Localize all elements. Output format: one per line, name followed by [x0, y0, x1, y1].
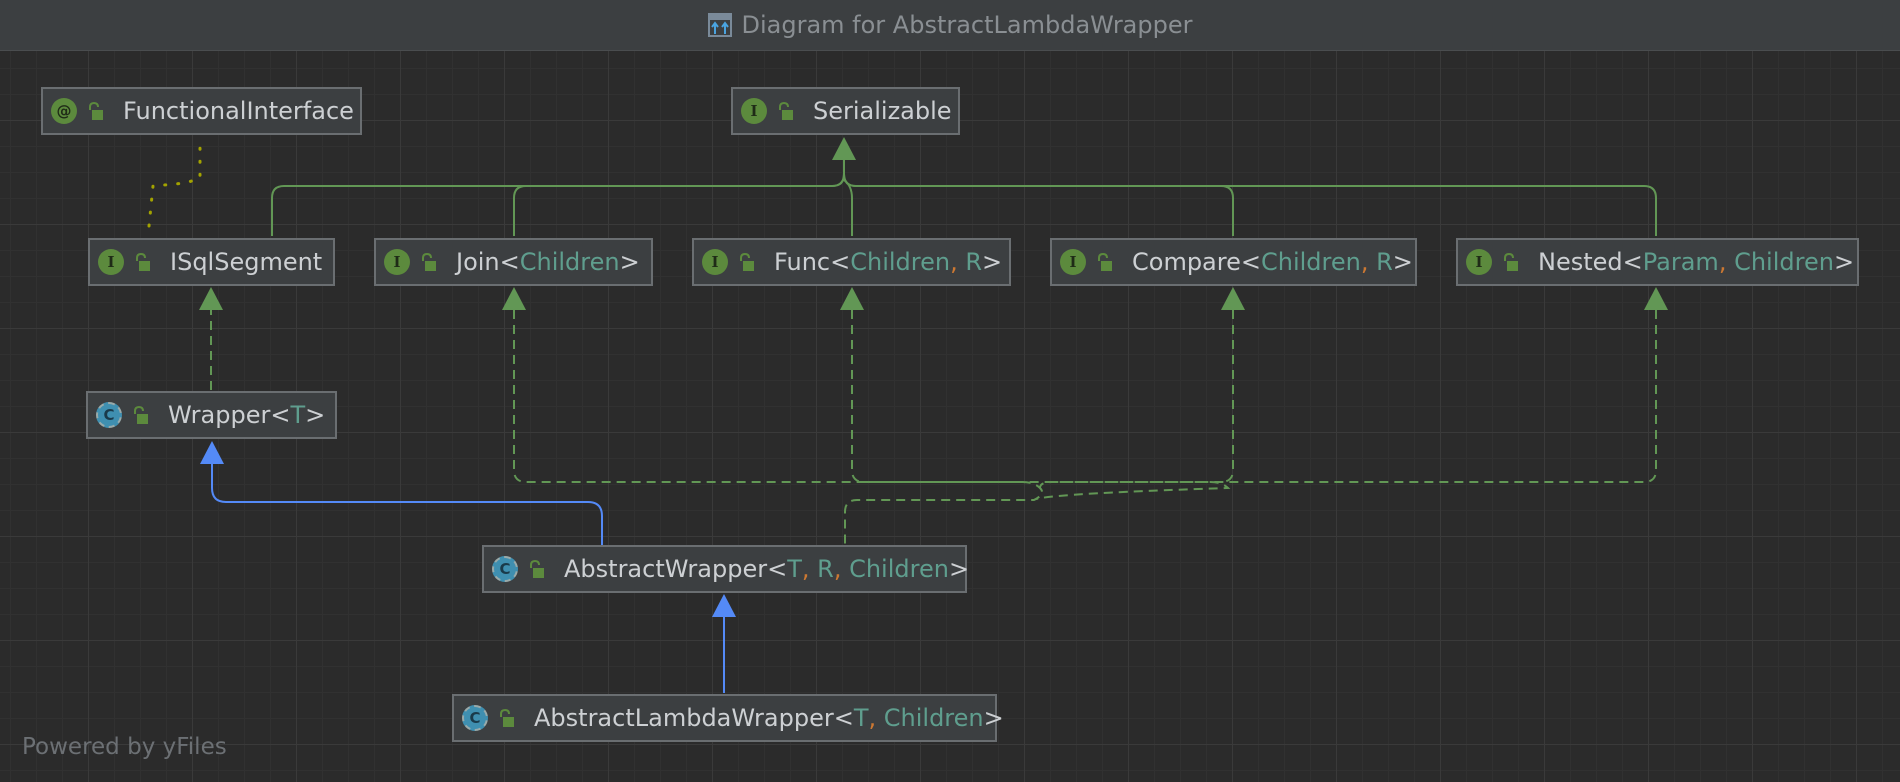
lock-icon: [740, 253, 754, 271]
node-join[interactable]: I Join<Children>: [374, 238, 653, 286]
window-titlebar: Diagram for AbstractLambdaWrapper: [0, 0, 1900, 51]
interface-icon: I: [384, 249, 410, 275]
node-name: Func<Children, R>: [774, 248, 1003, 276]
node-name: Compare<Children, R>: [1132, 248, 1413, 276]
type-param: Children: [1734, 248, 1834, 276]
abstract-class-icon: C: [96, 402, 122, 428]
type-param: R: [965, 248, 983, 276]
node-func[interactable]: I Func<Children, R>: [692, 238, 1011, 286]
edge-abstractwrapper-to-wrapper: [211, 463, 603, 545]
node-name: ISqlSegment: [170, 248, 323, 276]
arrowhead-wrapper: [200, 441, 224, 464]
lock-icon: [136, 253, 150, 271]
type-param: R: [1376, 248, 1393, 276]
type-param: R: [817, 555, 834, 583]
powered-by-label: Powered by yFiles: [22, 734, 227, 760]
arrowhead-abstractwrapper: [712, 594, 736, 617]
node-name: Nested<Param, Children>: [1538, 248, 1855, 276]
node-isqlsegment[interactable]: I ISqlSegment: [88, 238, 335, 286]
arrowhead-serializable: [832, 137, 856, 160]
lock-icon: [779, 102, 793, 120]
node-name: Join<Children>: [456, 248, 640, 276]
abstract-class-icon: C: [462, 705, 488, 731]
edges-to-serializable: [271, 160, 1657, 236]
lock-icon: [500, 709, 514, 727]
node-name: Serializable: [813, 97, 952, 125]
interface-icon: I: [1060, 249, 1086, 275]
node-name: Wrapper<T>: [168, 401, 326, 429]
node-abstract-lambda-wrapper[interactable]: C AbstractLambdaWrapper<T, Children>: [452, 694, 1004, 742]
node-name: AbstractWrapper<T, R, Children>: [564, 555, 970, 583]
node-name: AbstractLambdaWrapper<T, Children>: [534, 704, 1004, 732]
arrowhead-join: [502, 287, 526, 310]
lock-icon: [1504, 253, 1518, 271]
node-serializable[interactable]: I Serializable: [731, 87, 960, 135]
interface-icon: I: [702, 249, 728, 275]
arrowhead-compare: [1221, 287, 1245, 310]
abstract-class-icon: C: [492, 556, 518, 582]
type-param: T: [787, 555, 802, 583]
node-nested[interactable]: I Nested<Param, Children>: [1456, 238, 1859, 286]
diagram-icon: [708, 13, 733, 37]
arrowhead-nested: [1644, 287, 1668, 310]
type-param: Children: [883, 704, 984, 732]
type-param: T: [290, 401, 306, 429]
type-param: T: [853, 704, 869, 732]
node-functional-interface[interactable]: @ FunctionalInterface: [41, 87, 362, 135]
type-param: Children: [850, 248, 951, 276]
interface-icon: I: [98, 249, 124, 275]
lock-icon: [422, 253, 436, 271]
arrowhead-isqlsegment: [199, 287, 223, 310]
node-wrapper[interactable]: C Wrapper<T>: [86, 391, 337, 439]
node-abstract-wrapper[interactable]: C AbstractWrapper<T, R, Children>: [482, 545, 970, 593]
node-compare[interactable]: I Compare<Children, R>: [1050, 238, 1417, 286]
type-param: Children: [1260, 248, 1361, 276]
window-title: Diagram for AbstractLambdaWrapper: [741, 11, 1193, 39]
edge-isqlsegment-to-functionalinterface: [147, 146, 202, 228]
type-param: Children: [849, 555, 949, 583]
lock-icon: [134, 406, 148, 424]
type-param: Param: [1642, 248, 1719, 276]
interface-icon: I: [741, 98, 767, 124]
type-param: Children: [519, 248, 620, 276]
annotation-icon: @: [51, 98, 77, 124]
edges-abstractwrapper-implements: [513, 310, 1657, 545]
lock-icon: [1098, 253, 1112, 271]
arrowhead-func: [840, 287, 864, 310]
lock-icon: [530, 560, 544, 578]
node-name: FunctionalInterface: [123, 97, 354, 125]
interface-icon: I: [1466, 249, 1492, 275]
lock-icon: [89, 102, 103, 120]
